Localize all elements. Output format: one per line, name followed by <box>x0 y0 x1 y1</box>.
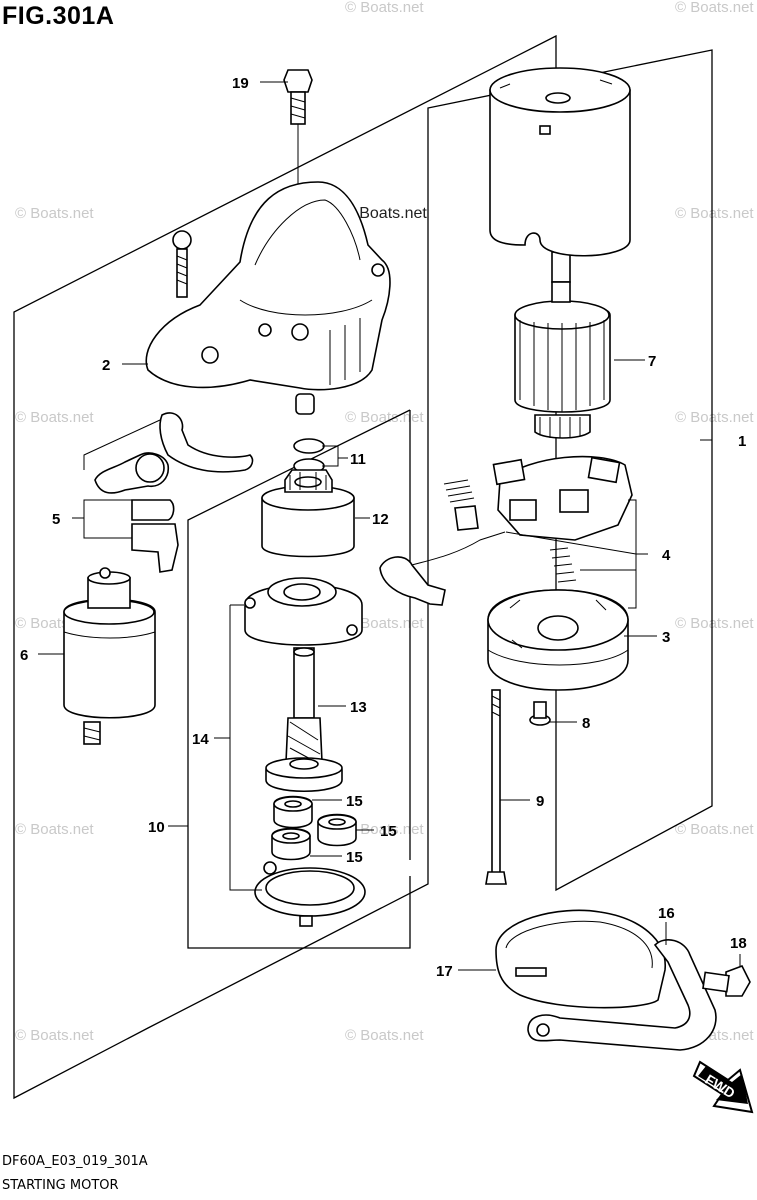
callout-14: 14 <box>192 731 209 748</box>
assembly-outline <box>13 34 713 1100</box>
figure-name: STARTING MOTOR <box>2 1178 119 1193</box>
shift-lever <box>94 412 254 573</box>
callout-7: 7 <box>648 353 656 370</box>
callout-12: 12 <box>372 511 389 528</box>
screw-8 <box>529 701 551 726</box>
callout-10: 10 <box>148 819 165 836</box>
watermark: © Boats.net <box>15 1027 94 1044</box>
figure-title: FIG.301A <box>2 2 115 30</box>
callout-6: 6 <box>20 647 28 664</box>
gear-housing <box>244 577 363 646</box>
yoke <box>489 67 631 257</box>
watermark: © Boats.net <box>345 0 424 16</box>
band-17 <box>495 909 666 1009</box>
watermark: © Boats.net <box>345 409 424 426</box>
bushing <box>295 393 315 415</box>
bolt-18 <box>702 964 751 997</box>
bracket-16 <box>527 939 717 1051</box>
callout-15: 15 <box>346 793 363 810</box>
shaft-13 <box>265 647 343 792</box>
pinion-12 <box>261 469 355 558</box>
brush-holder-4 <box>379 455 633 606</box>
callout-numbers: 1 2 3 4 5 6 7 8 9 10 11 12 13 14 15 15 1… <box>20 75 747 980</box>
callout-9: 9 <box>536 793 544 810</box>
callout-17: 17 <box>436 963 453 980</box>
callout-4: 4 <box>662 547 671 564</box>
watermark: © Boats.net <box>15 205 94 222</box>
through-bolt-9 <box>485 689 507 885</box>
callout-19: 19 <box>232 75 249 92</box>
drive-group-outline <box>187 409 411 949</box>
watermark: © Boats.net <box>675 0 754 16</box>
callout-8: 8 <box>582 715 590 732</box>
callout-11: 11 <box>350 451 366 468</box>
callout-5: 5 <box>52 511 60 528</box>
callout-2: 2 <box>102 357 110 374</box>
bolt-19 <box>283 69 313 125</box>
watermark: © Boats.net <box>345 821 424 838</box>
fwd-arrow-icon: FWD <box>692 1060 754 1114</box>
armature-7 <box>514 251 611 439</box>
watermark: © Boats.net <box>15 409 94 426</box>
watermark: © Boats.net <box>345 1027 424 1044</box>
callout-13: 13 <box>350 699 367 716</box>
watermark: © Boats.net <box>675 615 754 632</box>
end-cover-3 <box>487 589 629 691</box>
watermark: © Boats.net <box>15 821 94 838</box>
watermark: © Boats.net <box>345 615 424 632</box>
watermark: © Boats.net <box>343 205 427 222</box>
leader-lines <box>38 81 741 971</box>
callout-15: 15 <box>346 849 363 866</box>
internal-gear <box>254 861 366 927</box>
figure-code: DF60A_E03_019_301A <box>2 1154 148 1169</box>
watermark: © Boats.net <box>675 205 754 222</box>
ring-11 <box>293 438 325 474</box>
callout-18: 18 <box>730 935 747 952</box>
planet-gears-15 <box>271 795 357 861</box>
callout-1: 1 <box>738 433 746 450</box>
callout-15: 15 <box>380 823 397 840</box>
watermark: © Boats.net <box>675 821 754 838</box>
callout-3: 3 <box>662 629 670 646</box>
housing-2 <box>145 181 391 391</box>
solenoid-6 <box>63 567 156 745</box>
callout-16: 16 <box>658 905 675 922</box>
screw <box>172 230 192 298</box>
watermark: © Boats.net <box>675 409 754 426</box>
